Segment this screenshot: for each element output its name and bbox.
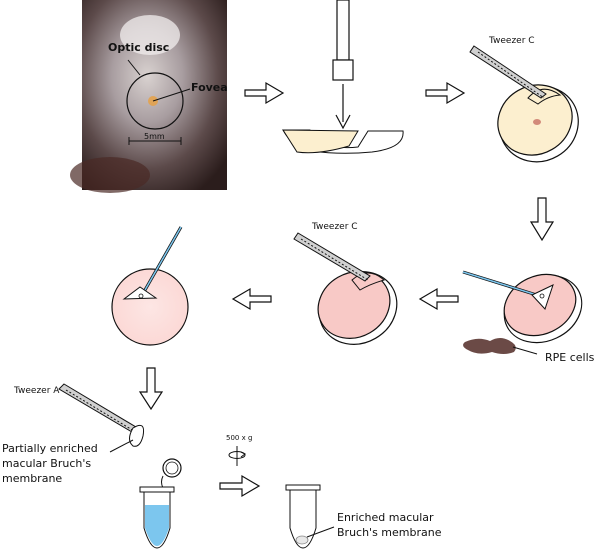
- choroid-removal-step: Tweezer C: [293, 222, 398, 345]
- bruchs-membrane-disc: [111, 268, 189, 346]
- tweezer-a-label: Tweezer A: [13, 386, 60, 396]
- needle-tip: [531, 284, 554, 310]
- tweezer-c-label-2: Tweezer C: [311, 222, 358, 232]
- optic-disc-pointer: [127, 59, 141, 76]
- tube-cap-inner: [165, 461, 179, 475]
- trephine-head: [332, 59, 354, 81]
- needle-hole-2: [138, 293, 144, 299]
- needle-hole: [539, 293, 545, 299]
- enriched-label: Enriched macular Bruch's membrane: [337, 511, 442, 539]
- arrow-right-2: [425, 81, 466, 105]
- tweezer-c-2: [293, 232, 371, 282]
- partially-enriched-line-2: macular Bruch's: [2, 457, 91, 470]
- pellet: [295, 535, 309, 545]
- enriched-line-2: Bruch's membrane: [337, 526, 442, 539]
- partially-enriched-label: Partially enriched macular Bruch's membr…: [2, 442, 101, 485]
- rpe-cells-blob: [463, 338, 516, 354]
- tube-hinge: [161, 475, 164, 489]
- retina-removal-step: Tweezer C: [469, 36, 579, 163]
- spin-arrowhead: [240, 451, 246, 458]
- tweezer-grip-2: [300, 238, 369, 281]
- fovea-dot: [533, 119, 541, 125]
- rpe-removal-step: RPE cells: [462, 270, 595, 364]
- tube-rim: [139, 486, 175, 493]
- needle-shaft-2-inner: [144, 226, 182, 291]
- centrifuge-step: 500 x g: [226, 434, 252, 466]
- scale-label: 5mm: [144, 132, 165, 141]
- spin-ellipse: [228, 451, 246, 459]
- final-tube-body: [289, 489, 317, 549]
- needle-tip-2: [122, 286, 158, 300]
- bruchs-scraping-step: [111, 226, 189, 346]
- trephine-cut-step: [282, 0, 404, 154]
- fovea-pointer: [152, 88, 191, 102]
- tweezer-arm-2: [293, 232, 371, 282]
- fovea-label: Fovea: [191, 81, 228, 94]
- pellet-pointer: [306, 526, 335, 538]
- partially-enriched-line-3: membrane: [2, 472, 62, 485]
- arrow-right-3: [219, 474, 261, 498]
- optic-disc-label: Optic disc: [108, 41, 169, 54]
- tweezer-c-1: [469, 45, 547, 99]
- arrow-left-1: [418, 287, 459, 311]
- trephine-arrowhead: [335, 114, 351, 130]
- rpe-cells-label: RPE cells: [545, 351, 595, 364]
- partial-membrane-piece: [129, 424, 144, 447]
- tube-liquid: [145, 505, 169, 546]
- pink-tissue-disc: [503, 273, 577, 337]
- pink-disc-2: [317, 271, 391, 339]
- partial-membrane-pointer: [109, 439, 134, 453]
- tweezer-arm: [469, 45, 547, 99]
- partially-enriched-line-1: Partially enriched: [2, 442, 98, 455]
- final-tube: Enriched macular Bruch's membrane: [285, 484, 442, 549]
- fundus-highlight: [120, 15, 180, 55]
- fundus-photo: Optic disc Fovea 5mm: [70, 0, 228, 193]
- enriched-line-1: Enriched macular: [337, 511, 434, 524]
- trephine-shaft: [336, 0, 350, 61]
- fundus-shadow: [70, 157, 150, 193]
- final-tube-rim: [285, 484, 321, 491]
- tweezer-c-label-1: Tweezer C: [488, 36, 535, 46]
- macula-circle: [126, 72, 184, 130]
- cut-tissue-piece: [282, 129, 359, 154]
- arrow-down-2: [138, 367, 164, 411]
- rpe-pointer: [512, 346, 538, 355]
- needle-shaft-inner: [462, 271, 541, 297]
- tweezer-grip: [477, 51, 545, 99]
- arrow-right-1: [244, 81, 285, 105]
- arrow-left-2: [231, 287, 272, 311]
- collection-tube: [139, 458, 182, 549]
- arrow-down-1: [529, 197, 555, 242]
- centrifuge-label: 500 x g: [226, 434, 252, 442]
- membrane-transfer-step: Tweezer A Partially enriched macular Bru…: [2, 383, 144, 485]
